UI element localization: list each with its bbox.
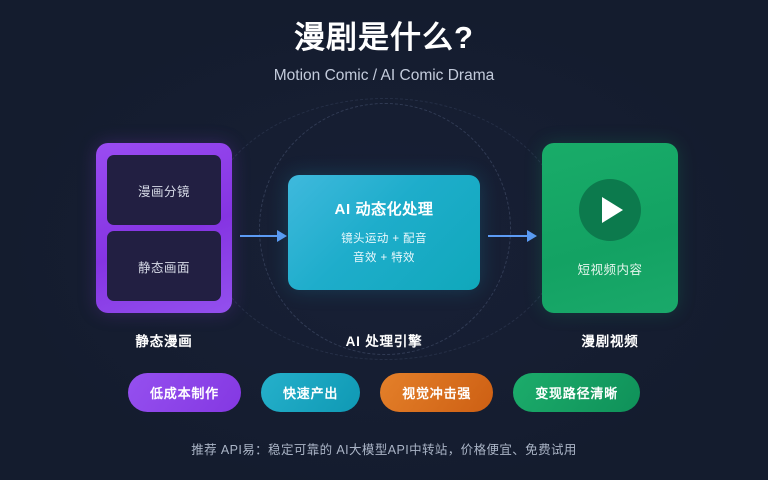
page-subtitle: Motion Comic / AI Comic Drama bbox=[273, 67, 495, 84]
arrow-head bbox=[527, 230, 537, 242]
benefit-pill-fast-output-label: 快速产出 bbox=[282, 386, 339, 401]
panel-storyboard: 漫画分镜 bbox=[107, 155, 221, 225]
stage-video-caption: 漫剧视频 bbox=[581, 334, 639, 349]
arrow-head bbox=[277, 230, 287, 242]
benefit-pill-visual-impact-label: 视觉冲击强 bbox=[402, 386, 472, 401]
stage-ai-engine-caption: AI 处理引擎 bbox=[345, 334, 423, 349]
page-title: 漫剧是什么? bbox=[294, 20, 474, 55]
benefit-pill-monetization-label: 变现路径清晰 bbox=[535, 386, 619, 401]
ai-engine-line-2: 音效 + 特效 bbox=[353, 251, 415, 264]
footer-note: 推荐 API易：稳定可靠的 AI大模型API中转站，价格便宜、免费试用 bbox=[191, 443, 577, 457]
benefit-pill-visual-impact[interactable]: 视觉冲击强 bbox=[380, 373, 494, 412]
panel-static-frame-label: 静态画面 bbox=[137, 260, 190, 275]
stage-static-comic-caption: 静态漫画 bbox=[135, 334, 193, 349]
header: 漫剧是什么? Motion Comic / AI Comic Drama bbox=[0, 18, 768, 86]
play-icon[interactable] bbox=[579, 178, 641, 241]
stage-ai-engine-card[interactable]: AI 动态化处理 镜头运动 + 配音 音效 + 特效 bbox=[288, 175, 480, 290]
ai-engine-title: AI 动态化处理 bbox=[334, 200, 434, 218]
panel-static-frame: 静态画面 bbox=[107, 231, 221, 301]
benefit-pill-low-cost-label: 低成本制作 bbox=[149, 386, 219, 401]
arrow-shaft bbox=[488, 235, 528, 237]
video-card-label: 短视频内容 bbox=[577, 262, 643, 277]
arrow-shaft bbox=[240, 235, 278, 237]
benefit-pill-list: 低成本制作 快速产出 视觉冲击强 变现路径清晰 bbox=[0, 373, 768, 412]
flow-diagram: 漫画分镜 静态画面 静态漫画 AI 动态化处理 镜头运动 + 配音 音效 + 特… bbox=[0, 143, 768, 353]
stage-video-card[interactable]: 短视频内容 bbox=[542, 143, 678, 313]
stage-static-comic-card[interactable]: 漫画分镜 静态画面 bbox=[96, 143, 232, 313]
arrow-right-icon-1 bbox=[240, 230, 287, 242]
play-triangle-glyph bbox=[602, 196, 623, 223]
benefit-pill-fast-output[interactable]: 快速产出 bbox=[260, 373, 361, 412]
ai-engine-line-1: 镜头运动 + 配音 bbox=[341, 232, 427, 245]
benefit-pill-monetization[interactable]: 变现路径清晰 bbox=[513, 373, 641, 412]
panel-storyboard-label: 漫画分镜 bbox=[137, 184, 190, 199]
benefit-pill-low-cost[interactable]: 低成本制作 bbox=[127, 373, 241, 412]
arrow-right-icon-2 bbox=[488, 230, 537, 242]
